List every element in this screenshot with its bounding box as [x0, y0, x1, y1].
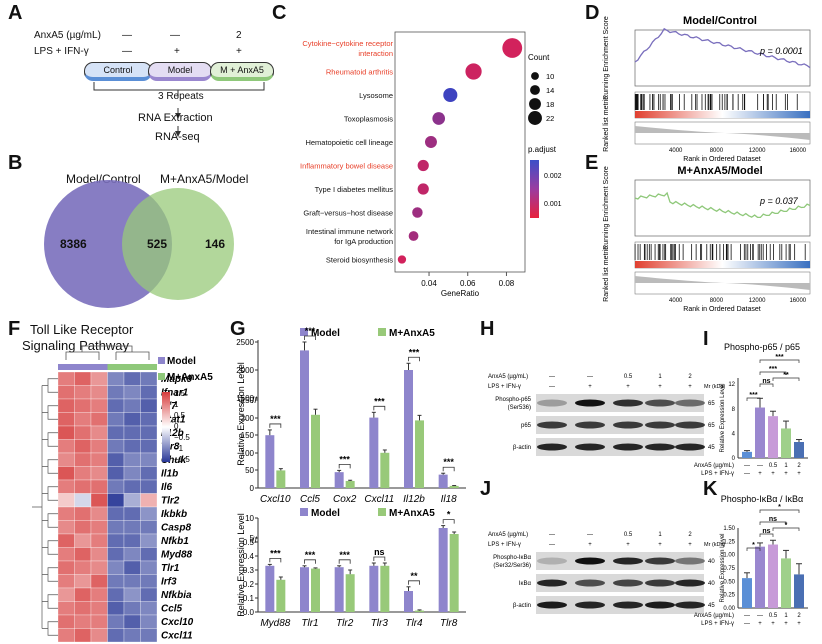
i-anx-value: 2 — [797, 463, 801, 469]
k-ytick: 1.50 — [723, 526, 735, 532]
i-lps-value: + — [758, 471, 762, 477]
k-ylabel: Relative Expression Level — [720, 533, 726, 602]
i-title: Phospho-p65 / p65 — [724, 342, 800, 352]
k-lps-value: — — [744, 621, 750, 627]
k-sig: * — [778, 504, 781, 511]
k-anx-value: 1 — [784, 613, 788, 619]
k-lps-value: + — [784, 621, 788, 627]
i-lps-value: + — [797, 471, 801, 477]
k-sig: * — [752, 542, 755, 549]
i-ytick: 12 — [728, 382, 735, 388]
i-anx-value: — — [757, 463, 763, 469]
k-xlabel-anx: AnxA5 (µg/mL) — [694, 613, 734, 619]
k-bar — [742, 578, 752, 608]
i-bar — [794, 442, 804, 458]
k-title: Phospho-IκBα / IκBα — [721, 494, 803, 504]
i-ylabel: Relative Expression Level — [720, 383, 726, 452]
i-lps-value: + — [784, 471, 788, 477]
i-sig: *** — [775, 354, 783, 361]
k-bar — [794, 574, 804, 608]
k-lps-value: + — [771, 621, 775, 627]
i-lps-value: — — [744, 471, 750, 477]
i-xlabel-anx: AnxA5 (µg/mL) — [694, 463, 734, 469]
k-bar — [768, 545, 778, 608]
k-lps-value: + — [758, 621, 762, 627]
k-sig: ns — [769, 516, 777, 523]
k-xlabel-lps: LPS + IFN-γ — [701, 621, 734, 627]
i-sig: *** — [749, 392, 757, 399]
i-lps-value: + — [771, 471, 775, 477]
k-bar — [755, 547, 765, 608]
i-sig: ns — [762, 378, 770, 385]
i-bar — [781, 428, 791, 458]
i-anx-value: 1 — [784, 463, 788, 469]
i-sig: *** — [769, 366, 777, 373]
k-anx-value: — — [744, 613, 750, 619]
k-ytick: 0.00 — [723, 606, 735, 612]
i-ytick: 0 — [732, 456, 736, 462]
i-xlabel-lps: LPS + IFN-γ — [701, 471, 734, 477]
i-bar — [742, 452, 752, 458]
k-anx-value: 2 — [797, 613, 801, 619]
i-bar — [755, 408, 765, 458]
k-sig: ns — [762, 528, 770, 535]
k-anx-value: 0.5 — [769, 613, 778, 619]
k-bar — [781, 558, 791, 608]
k-sig: * — [785, 522, 788, 529]
i-sig: ** — [783, 372, 789, 379]
k-anx-value: — — [757, 613, 763, 619]
i-bar — [768, 416, 778, 458]
i-ytick: 8 — [732, 407, 736, 413]
k-lps-value: + — [797, 621, 801, 627]
i-anx-value: 0.5 — [769, 463, 778, 469]
i-ytick: 4 — [732, 431, 736, 437]
i-anx-value: — — [744, 463, 750, 469]
